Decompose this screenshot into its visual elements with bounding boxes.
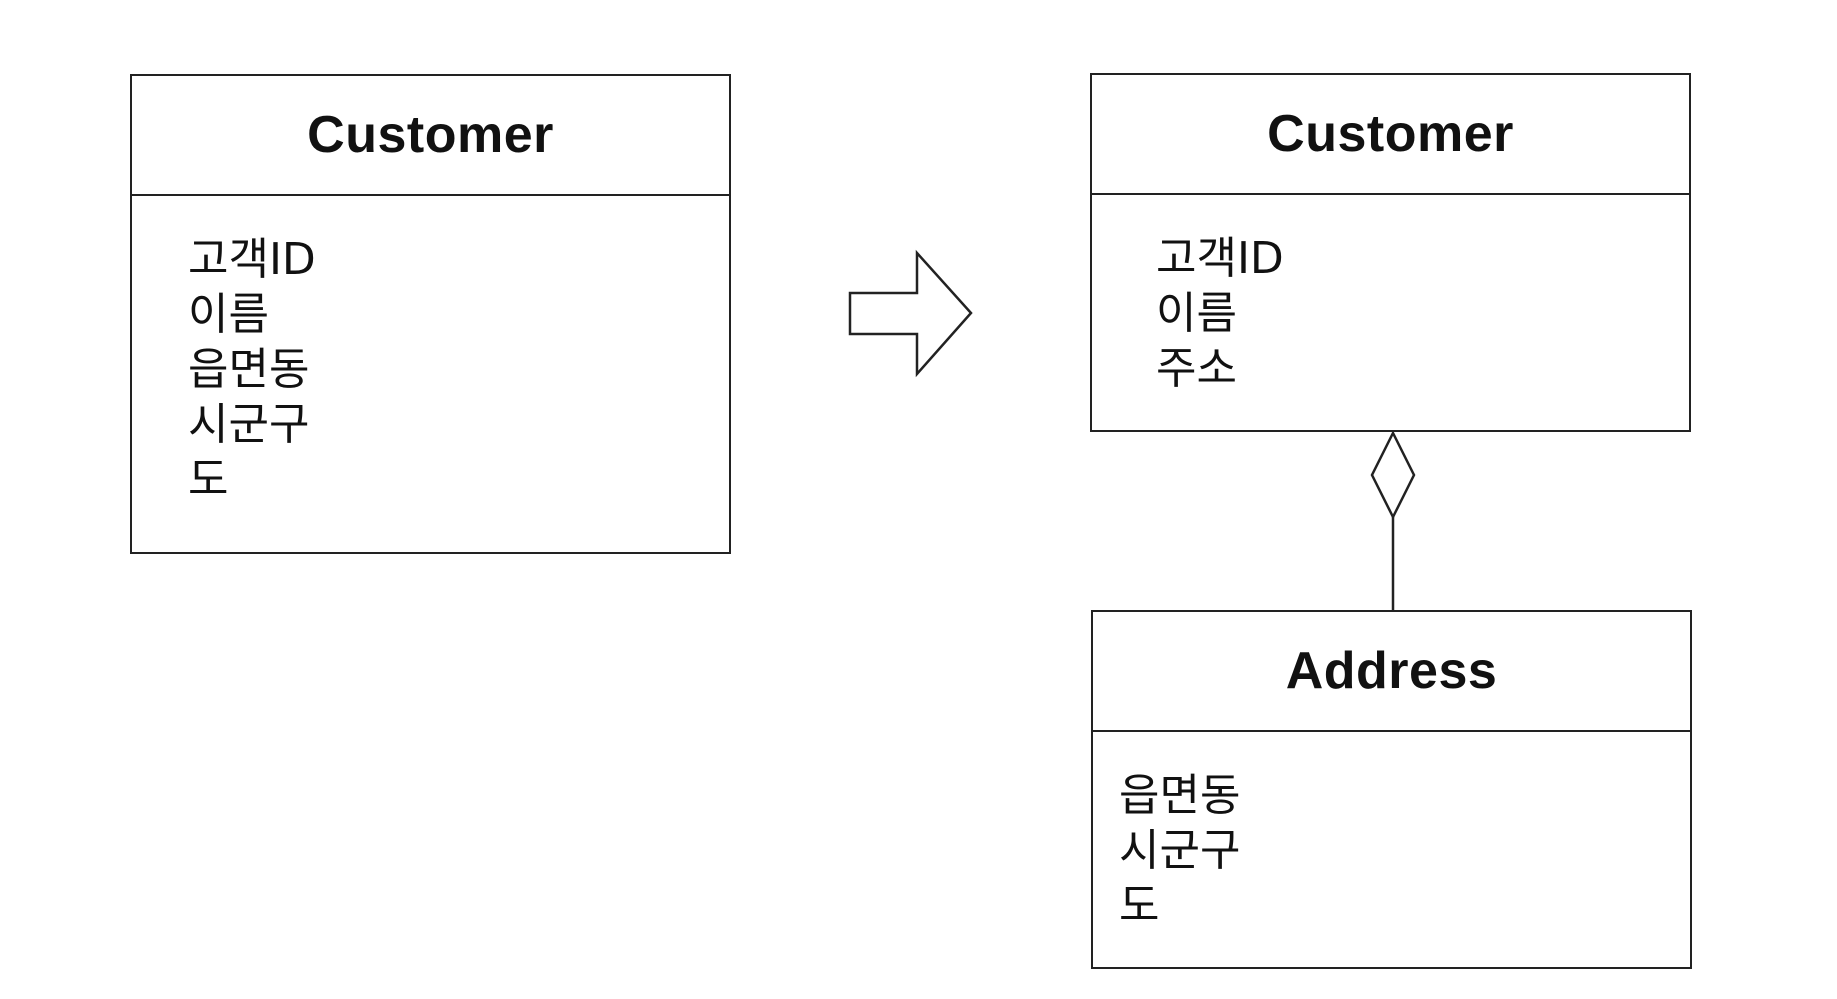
attribute: 이름: [188, 289, 269, 340]
customer-class-header: Customer: [132, 76, 729, 196]
address-class: Address 읍면동 시군구 도: [1091, 610, 1692, 969]
attribute: 도: [188, 454, 229, 505]
class-name: Customer: [307, 106, 554, 164]
attribute: 시군구: [188, 399, 310, 450]
attribute: 읍면동: [188, 344, 310, 395]
attribute-list: 고객ID 이름 주소: [1092, 195, 1689, 396]
aggregation-diamond-icon: [1370, 430, 1416, 520]
customer-class-header: Customer: [1092, 75, 1689, 195]
attribute: 읍면동: [1119, 770, 1241, 821]
attribute-list: 읍면동 시군구 도: [1093, 732, 1690, 933]
attribute-list: 고객ID 이름 읍면동 시군구 도: [132, 196, 729, 507]
attribute: 주소: [1156, 343, 1237, 394]
address-class-header: Address: [1093, 612, 1690, 732]
attribute: 고객ID: [188, 234, 316, 285]
attribute: 이름: [1156, 288, 1237, 339]
transform-arrow-icon: [848, 249, 973, 378]
customer-class-after: Customer 고객ID 이름 주소: [1090, 73, 1691, 432]
class-name: Customer: [1267, 105, 1514, 163]
attribute: 고객ID: [1156, 233, 1284, 284]
attribute: 도: [1119, 880, 1160, 931]
attribute: 시군구: [1119, 825, 1241, 876]
class-name: Address: [1285, 642, 1498, 700]
customer-class-before: Customer 고객ID 이름 읍면동 시군구 도: [130, 74, 731, 554]
